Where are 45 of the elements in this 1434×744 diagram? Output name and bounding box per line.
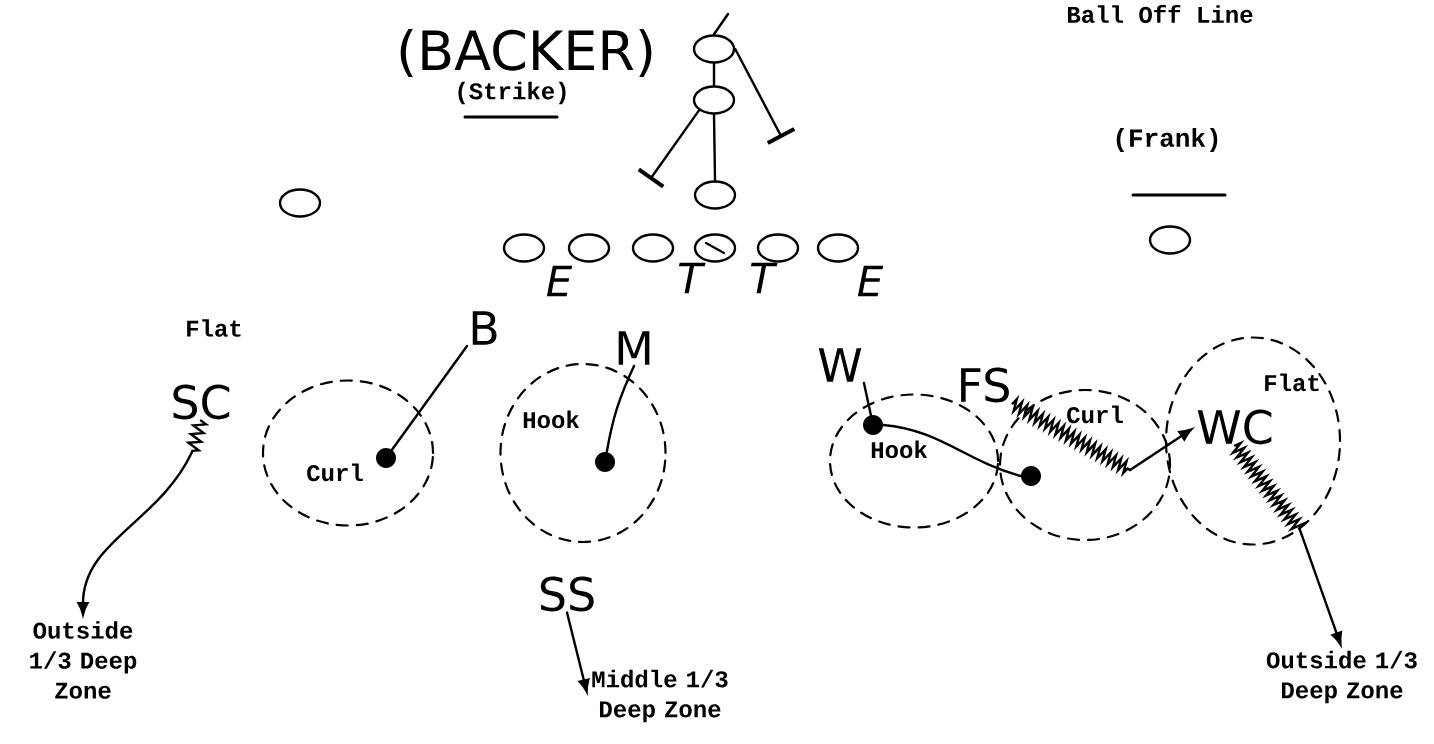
arrow xyxy=(1229,440,1343,646)
player-letter: SS xyxy=(540,576,594,612)
arrow xyxy=(565,611,590,693)
player-circle xyxy=(693,180,737,210)
player-circle xyxy=(278,188,322,218)
route-line xyxy=(712,12,730,36)
player-letter: E xyxy=(857,265,884,297)
player-circle xyxy=(1148,225,1192,255)
underlined-label: (Strike) xyxy=(458,81,566,119)
zone-label: Middle 1/3 Deep Zone xyxy=(592,669,728,723)
zone-label: Outside 1/3 Deep Zone xyxy=(30,621,137,699)
route-line xyxy=(390,344,469,451)
route-line xyxy=(712,62,716,87)
player-letter: W xyxy=(818,348,862,382)
ball-circle xyxy=(693,233,737,263)
route-line xyxy=(605,364,636,454)
player-circle xyxy=(502,233,546,263)
underlined-label: (Frank) xyxy=(1116,127,1227,197)
route-line xyxy=(712,113,717,182)
position-dot xyxy=(863,415,883,435)
block-line xyxy=(734,47,796,145)
player-letter: T xyxy=(679,262,706,294)
player-letter: E xyxy=(546,265,573,297)
player-letter: T xyxy=(751,262,778,294)
position-dot xyxy=(595,452,615,472)
player-letter: SC xyxy=(173,384,230,420)
player-circle xyxy=(816,233,860,263)
player-circle xyxy=(631,233,675,263)
player-letter: WC xyxy=(1197,409,1272,445)
zone-label: Flat xyxy=(187,319,241,337)
player-circle xyxy=(756,233,800,263)
zone-label: Outside 1/3 Deep Zone xyxy=(1266,650,1417,704)
heading-text: Ball Off Line xyxy=(1068,5,1253,23)
player-circle xyxy=(567,233,611,263)
position-dot xyxy=(376,448,396,468)
route-line xyxy=(862,381,873,417)
player-letter: M xyxy=(618,331,650,365)
arrow xyxy=(1011,394,1193,478)
block-line xyxy=(637,109,701,189)
player-letter: B xyxy=(472,311,497,345)
player-label: (BACKER) xyxy=(400,28,652,78)
player-circle xyxy=(692,85,736,115)
arrow xyxy=(77,419,208,616)
position-dot xyxy=(1021,466,1041,486)
player-circle xyxy=(692,34,736,64)
